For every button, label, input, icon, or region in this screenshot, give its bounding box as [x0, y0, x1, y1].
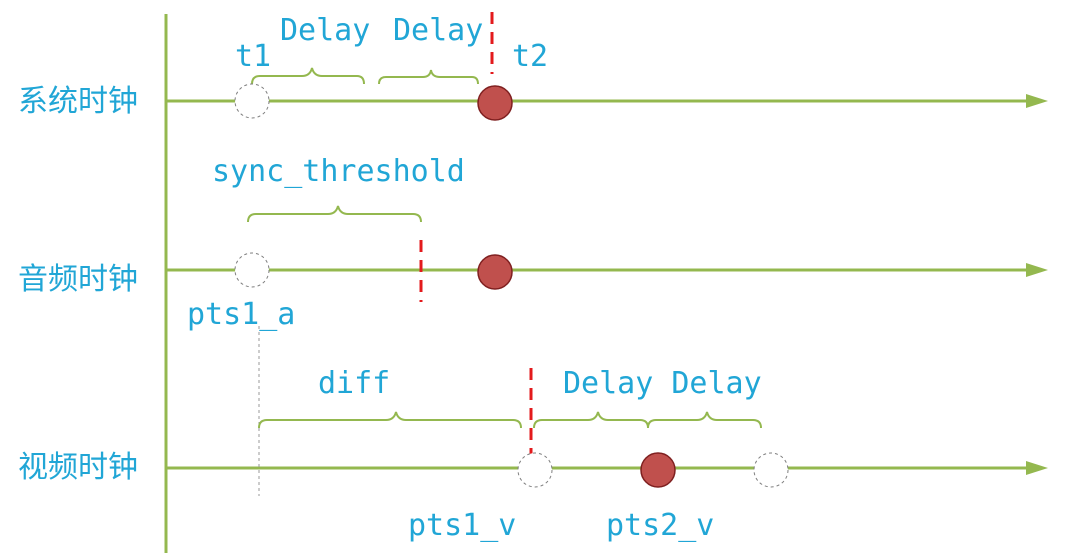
video-clock-label: 视频时钟: [18, 450, 138, 485]
diff-brace: [258, 411, 522, 429]
t1-label: t1: [235, 39, 271, 74]
pts1-v-label: pts1_v: [408, 508, 516, 543]
pts1-a-label: pts1_a: [187, 297, 295, 332]
video-clock-arrow: [1026, 461, 1048, 475]
video-delay-brace-1: [533, 411, 649, 429]
delay-brace-1: [251, 67, 365, 85]
system-clock-arrow: [1026, 94, 1048, 108]
delay-brace-2: [378, 69, 479, 85]
video-delay-brace-2: [647, 411, 762, 429]
pts1-v-point: [517, 452, 553, 488]
pts2-v-label: pts2_v: [606, 508, 714, 543]
video-current-point: [640, 452, 676, 488]
t2-point: [477, 85, 513, 121]
sync-threshold-brace: [247, 205, 422, 223]
system-clock-label: 系统时钟: [18, 84, 138, 119]
t1-point: [234, 83, 270, 119]
diff-label: diff: [318, 366, 390, 401]
audio-clock-label: 音频时钟: [18, 262, 138, 297]
pts2-v-point: [753, 452, 789, 488]
pts1-a-point: [234, 252, 270, 288]
delay-label-2: Delay: [393, 13, 483, 48]
audio-current-point: [477, 254, 513, 290]
audio-clock-arrow: [1026, 263, 1048, 277]
sync-threshold-label: sync_threshold: [212, 154, 465, 189]
video-delays-label: Delay Delay: [563, 366, 762, 401]
delay-label-1: Delay: [280, 13, 370, 48]
t2-label: t2: [512, 39, 548, 74]
